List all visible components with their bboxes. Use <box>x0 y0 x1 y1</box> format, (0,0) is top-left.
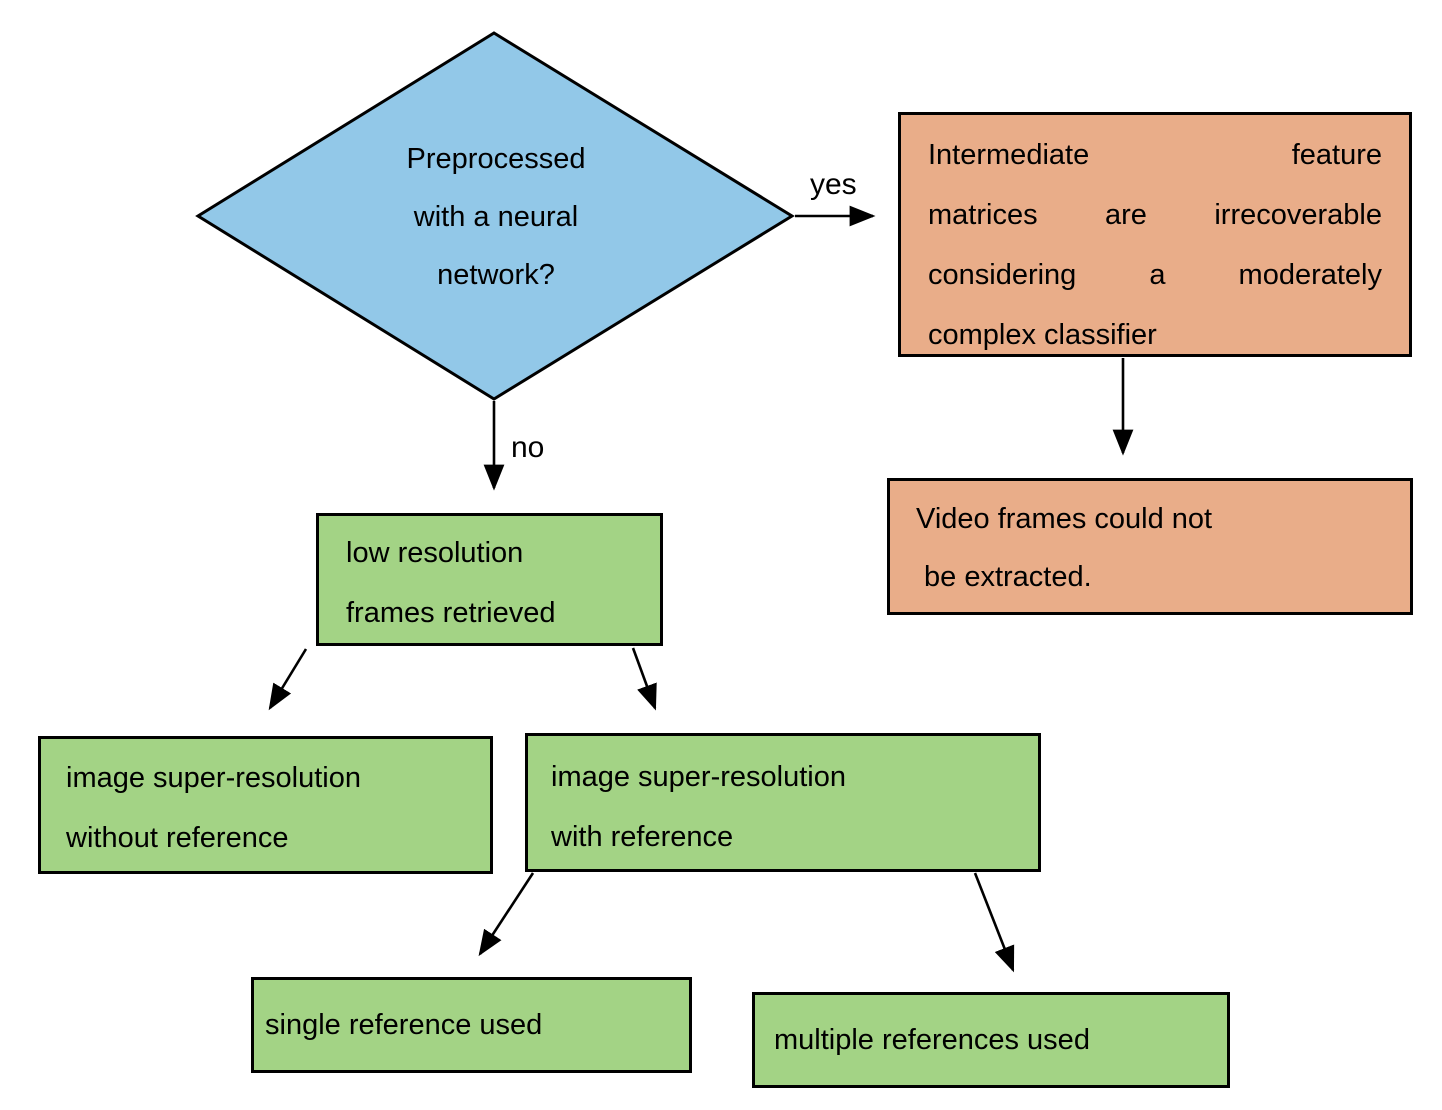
outcome-node-video-frames: Video frames could not be extracted. <box>887 478 1413 615</box>
decision-diamond-shape <box>195 31 795 401</box>
video-frames-line-1: Video frames could not <box>916 503 1213 535</box>
decision-line-2: with a neural <box>413 200 579 233</box>
decision-node: Preprocessed with a neural network? <box>198 33 794 400</box>
sr-without-ref-line-1: image super-resolution <box>66 762 361 794</box>
process-node-single-reference: single reference used <box>251 977 692 1073</box>
edge-lowres-to-withref-arrow <box>631 647 657 711</box>
low-res-line-1: low resolution <box>346 537 524 569</box>
process-node-low-res-frames: low resolution frames retrieved <box>316 513 663 646</box>
feature-matrices-line-4: complex classifier <box>928 319 1157 351</box>
edge-label-no: no <box>511 431 545 465</box>
sr-with-ref-line-2: with reference <box>551 821 734 853</box>
decision-line-3: network? <box>437 258 555 291</box>
feature-matrices-line-1: Intermediate feature <box>928 139 1382 171</box>
process-node-sr-with-reference: image super-resolution with reference <box>525 733 1041 872</box>
edge-withref-to-singleref-arrow <box>478 872 535 957</box>
video-frames-line-2: be extracted. <box>924 561 1092 593</box>
feature-matrices-line-3: considering a moderately <box>928 259 1382 291</box>
edge-label-yes: yes <box>810 168 857 202</box>
process-node-multiple-references: multiple references used <box>752 992 1230 1088</box>
outcome-node-feature-matrices: Intermediate feature matrices are irreco… <box>898 112 1412 357</box>
process-node-sr-without-reference: image super-resolution without reference <box>38 736 493 874</box>
sr-with-ref-line-1: image super-resolution <box>551 761 846 793</box>
sr-without-ref-line-2: without reference <box>66 822 289 854</box>
single-ref-label: single reference used <box>265 1009 543 1041</box>
multi-ref-label: multiple references used <box>774 1024 1090 1056</box>
feature-matrices-line-2: matrices are irrecoverable <box>928 199 1382 231</box>
low-res-line-2: frames retrieved <box>346 597 556 629</box>
edge-lowres-to-withoutref-arrow <box>268 648 308 711</box>
decision-line-1: Preprocessed <box>406 142 586 175</box>
edge-withref-to-multiref-arrow <box>973 872 1015 973</box>
